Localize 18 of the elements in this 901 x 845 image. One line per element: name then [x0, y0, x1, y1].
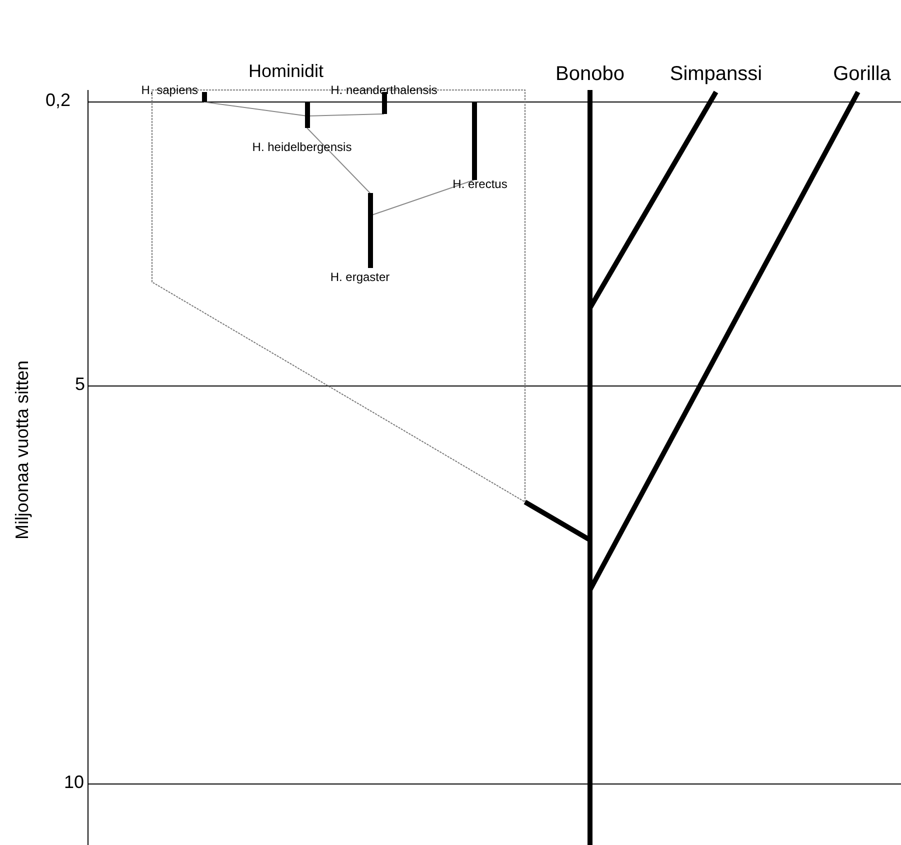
group-heading: Hominidit	[248, 62, 324, 80]
species-label: H. neanderthalensis	[330, 84, 438, 96]
branch-bar	[304, 102, 310, 128]
axis-tick-label: 5	[75, 375, 85, 393]
branch-bar	[472, 102, 476, 180]
branch-bar	[202, 92, 206, 102]
species-label: H. ergaster	[330, 271, 390, 283]
axis-title: Miljoonaa vuotta sitten	[13, 360, 31, 540]
species-label: H. sapiens	[141, 84, 198, 96]
species-label: H. heidelbergensis	[252, 141, 352, 153]
axis-tick-label: 0,2	[45, 91, 71, 109]
branch-bar	[368, 193, 372, 268]
branch-line	[204, 102, 308, 116]
branch-line	[306, 128, 370, 194]
axis-tick-label: 10	[64, 773, 84, 791]
species-name: Simpanssi	[670, 64, 762, 84]
branch-line	[372, 180, 474, 216]
species-label: H. erectus	[452, 178, 508, 190]
